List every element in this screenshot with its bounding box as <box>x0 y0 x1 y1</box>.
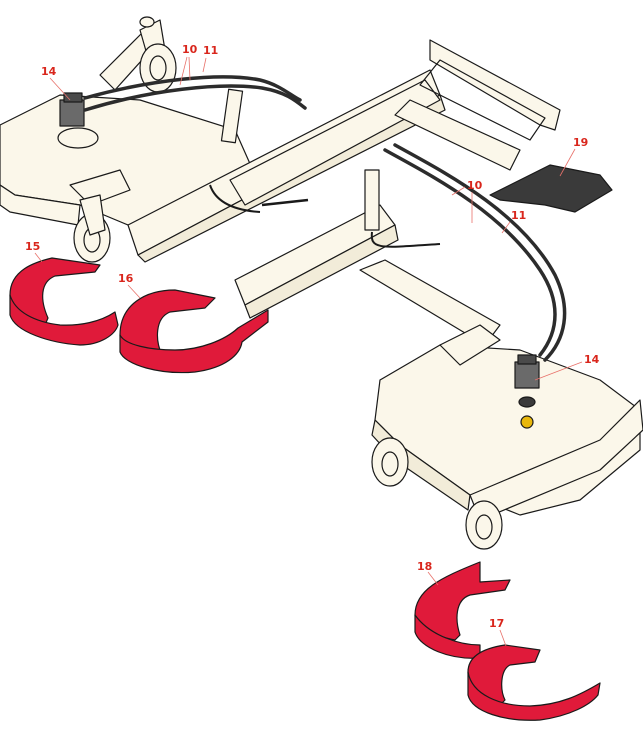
callout-15: 15 <box>25 240 41 253</box>
hydraulic-hoses <box>83 75 567 362</box>
lift-cylinder-right <box>364 169 441 248</box>
main-frame <box>127 39 561 346</box>
cover-plate-19 <box>489 164 613 213</box>
hydraulic-motor-left <box>57 92 99 149</box>
callout-14: 14 <box>41 65 57 78</box>
callout-17: 17 <box>489 617 505 630</box>
lift-cylinder-left <box>209 88 309 213</box>
baffle-16 <box>119 289 269 374</box>
baffle-18 <box>414 561 511 659</box>
callout-11: 11 <box>203 44 219 57</box>
callout-11: 11 <box>511 209 527 222</box>
callout-10: 10 <box>467 179 483 192</box>
callout-14: 14 <box>584 353 600 366</box>
baffle-15 <box>9 257 119 346</box>
hydraulic-motor-right <box>514 354 540 429</box>
baffle-17 <box>467 644 601 721</box>
callout-10: 10 <box>182 43 198 56</box>
leader-lines <box>34 56 583 647</box>
right-mower-deck <box>371 324 643 550</box>
callout-16: 16 <box>118 272 134 285</box>
callout-19: 19 <box>573 136 589 149</box>
left-mower-deck <box>0 16 256 263</box>
callout-18: 18 <box>417 560 433 573</box>
